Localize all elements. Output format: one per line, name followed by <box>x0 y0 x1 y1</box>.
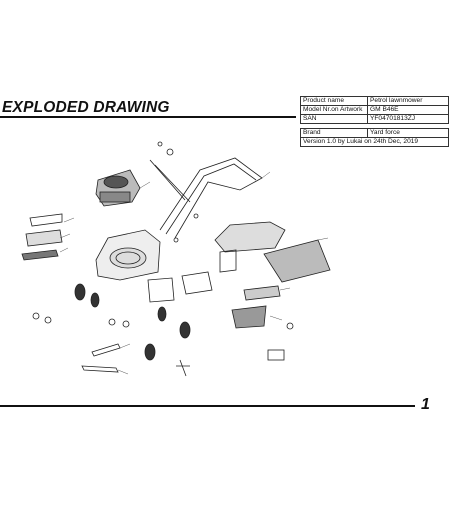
version-text: Version 1.0 by Lukai on 24th Dec, 2019 <box>300 137 449 147</box>
page-title: EXPLODED DRAWING <box>2 99 170 116</box>
callout-lines <box>59 171 329 375</box>
mulch-plug-part <box>231 285 281 329</box>
rear-cover-part <box>214 221 286 273</box>
model-value: GM B46E <box>367 105 449 115</box>
product-name-label: Product name <box>300 96 368 106</box>
table-row: Model Nr.on Artwork GM B46E <box>300 105 449 115</box>
air-filter-part <box>21 213 63 261</box>
table-row: SAN YF04701813ZJ <box>300 114 449 124</box>
hardware-part <box>32 141 294 377</box>
engine-part <box>95 169 141 207</box>
product-name-value: Petrol lawnmower <box>367 96 449 106</box>
mower-deck-part <box>95 229 161 281</box>
blade-part <box>81 343 121 373</box>
side-discharge-part <box>147 271 213 303</box>
table-row: Version 1.0 by Lukai on 24th Dec, 2019 <box>300 137 449 147</box>
exploded-drawing <box>21 141 331 377</box>
page-number: 1 <box>421 396 430 413</box>
footer-divider <box>0 405 415 407</box>
model-label: Model Nr.on Artwork <box>300 105 368 115</box>
san-value: YF04701813ZJ <box>367 114 449 124</box>
wheel-part <box>74 283 191 361</box>
san-label: SAN <box>300 114 368 124</box>
grass-bag-part <box>263 239 331 283</box>
title-divider <box>0 116 296 118</box>
table-row: Product name Petrol lawnmower <box>300 96 449 106</box>
product-info-table: Product name Petrol lawnmower Model Nr.o… <box>300 96 449 147</box>
